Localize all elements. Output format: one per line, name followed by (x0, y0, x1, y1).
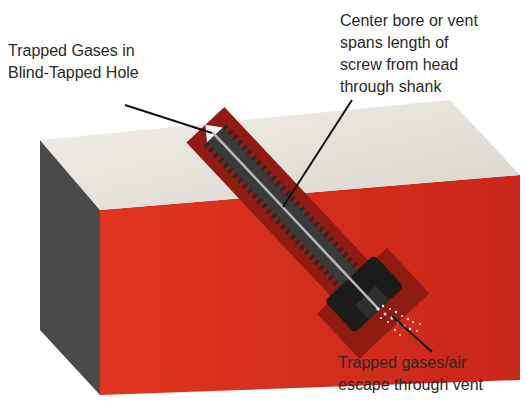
gas-particle (395, 311, 397, 313)
gas-particle (407, 318, 409, 320)
gas-particle (394, 329, 396, 331)
callout-label: Trapped Gases in Blind-Tapped Hole (8, 40, 158, 84)
gas-particle (412, 321, 414, 323)
gas-particle (382, 305, 384, 307)
leader-line (283, 100, 352, 207)
gas-particle (409, 328, 412, 331)
screw-thread (206, 144, 340, 287)
screw-thread (224, 126, 358, 269)
callout-label: Center bore or vent spans length of scre… (340, 10, 484, 98)
leader-line (392, 316, 432, 352)
gas-particle (401, 315, 403, 317)
gas-particle (389, 308, 391, 310)
gas-particle (416, 330, 418, 332)
gas-particle (387, 321, 389, 323)
callout-label: Trapped gases/air escape through vent (338, 352, 503, 396)
gas-particle (419, 323, 421, 325)
gas-particle (376, 307, 379, 310)
gas-spray (376, 305, 421, 336)
leader-line (125, 105, 212, 133)
gas-particle (399, 334, 401, 336)
gas-particle (384, 313, 387, 316)
gas-particle (380, 317, 382, 319)
center-bore (212, 132, 379, 310)
